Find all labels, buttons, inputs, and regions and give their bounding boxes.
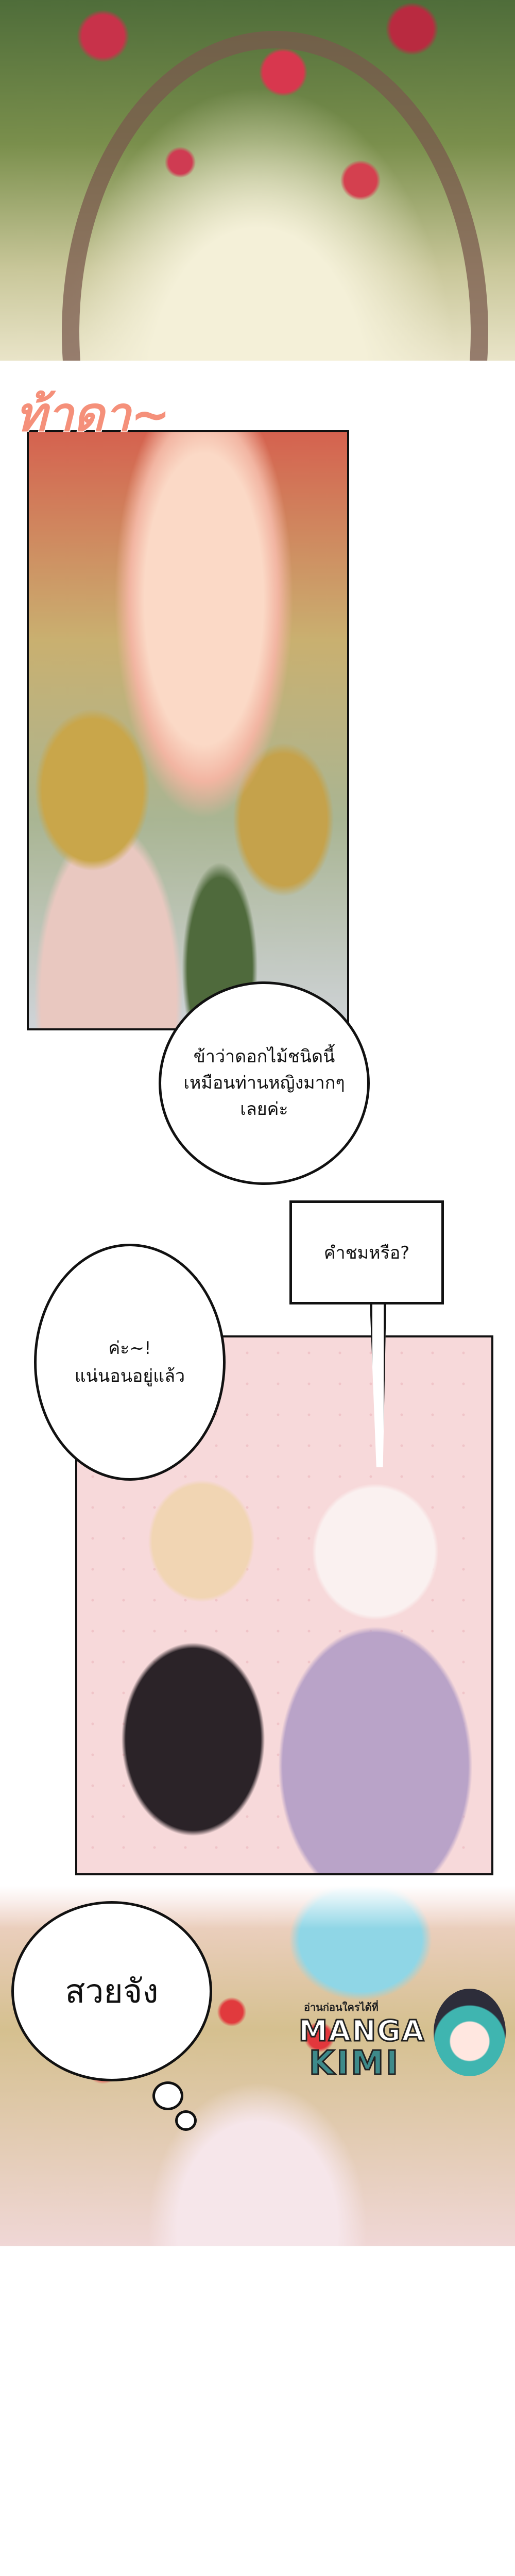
watermark-logo: อ่านก่อนใครได้ที่ MANGA KIMI [298, 1984, 510, 2083]
bubble-line: แน่นอนอยู่แล้ว [74, 1366, 185, 1386]
thought-bubble-dot [175, 2110, 197, 2131]
rose-arch [62, 31, 488, 361]
thought-bubble: สวยจัง [11, 1901, 212, 2081]
comic-page: ท้าดา~ ข้าว่าดอกไม้ชนิดนี้ เหมือนท่านหญิ… [0, 0, 515, 2246]
bubble-line: ข้าว่าดอกไม้ชนิดนี้ [193, 1046, 335, 1067]
sound-effect-text: ท้าดา~ [15, 386, 171, 443]
thought-bubble-dot [152, 2081, 183, 2110]
bubble-line: ค่ะ~! [108, 1337, 151, 1359]
watermark-tagline: อ่านก่อนใครได้ที่ [304, 2001, 379, 2013]
watermark-brand-line2: KIMI [308, 2044, 400, 2083]
panel-rose-garden-top [0, 0, 515, 361]
watermark-brand-line1: MANGA [298, 2014, 425, 2049]
speech-bubble-3: คำชมหรือ? [289, 1200, 444, 1304]
mascot-icon [434, 1989, 506, 2076]
bubble-line: เลยค่ะ [240, 1099, 288, 1120]
speech-bubble-2: ค่ะ~! แน่นอนอยู่แล้ว [34, 1244, 226, 1481]
bubble-line: เหมือนท่านหญิงมากๆ [183, 1073, 345, 1093]
panel-rose-closeup [27, 430, 349, 1030]
bubble-line: สวยจัง [65, 1973, 159, 2011]
speech-bubble-1: ข้าว่าดอกไม้ชนิดนี้ เหมือนท่านหญิงมากๆ เ… [159, 981, 370, 1185]
bubble-line: คำชมหรือ? [323, 1243, 410, 1263]
